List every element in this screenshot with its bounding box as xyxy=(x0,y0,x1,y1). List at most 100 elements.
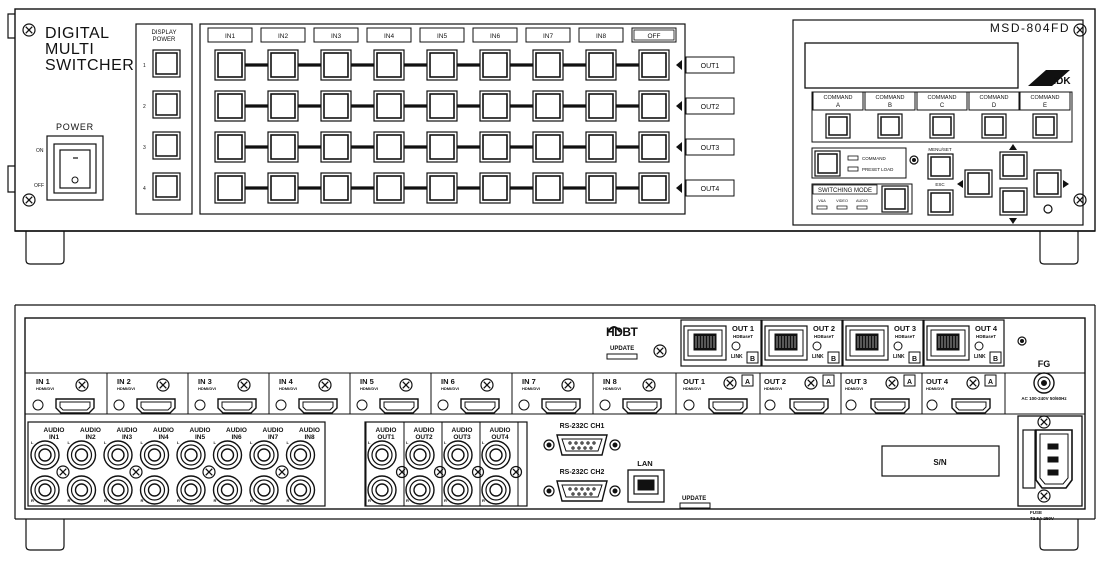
command-A-button[interactable] xyxy=(825,113,851,139)
hdmi-out2-port[interactable] xyxy=(789,398,829,414)
crosspoint-in7-out3-button[interactable] xyxy=(532,131,564,163)
crosspoint-in8-out4-button[interactable] xyxy=(585,172,617,204)
crosspoint-in2-out3-button[interactable] xyxy=(267,131,299,163)
rs232c-ch1-port[interactable] xyxy=(543,434,621,456)
hdmi-out4-port[interactable] xyxy=(951,398,991,414)
command-D-button[interactable] xyxy=(981,113,1007,139)
crosspoint-in4-out3-button[interactable] xyxy=(373,131,405,163)
audio-in5-l-jack[interactable] xyxy=(176,440,206,470)
off-out1-button[interactable] xyxy=(638,49,670,81)
display-power-4-button[interactable] xyxy=(152,172,181,201)
off-out4-button[interactable] xyxy=(638,172,670,204)
audio-in7-l-jack[interactable] xyxy=(249,440,279,470)
audio-out4-r-jack[interactable] xyxy=(481,475,511,505)
audio-in2-l-jack[interactable] xyxy=(66,440,97,470)
hdmi-in6-port[interactable] xyxy=(460,398,500,414)
switching-mode-button[interactable] xyxy=(881,185,909,213)
ac-socket[interactable] xyxy=(1035,429,1073,489)
audio-in3-r-jack[interactable] xyxy=(103,475,133,505)
audio-in5-r-jack[interactable] xyxy=(176,475,206,505)
crosspoint-in5-out4-button[interactable] xyxy=(426,172,458,204)
audio-in6-l-jack[interactable] xyxy=(212,440,243,470)
crosspoint-in8-out2-button[interactable] xyxy=(585,90,617,122)
crosspoint-in4-out4-button[interactable] xyxy=(373,172,405,204)
audio-out1-l-jack[interactable] xyxy=(367,440,397,470)
audio-out3-r-jack[interactable] xyxy=(443,475,473,505)
crosspoint-in6-out2-button[interactable] xyxy=(479,90,511,122)
crosspoint-in5-out2-button[interactable] xyxy=(426,90,458,122)
crosspoint-in3-out4-button[interactable] xyxy=(320,172,352,204)
hdmi-in3-port[interactable] xyxy=(217,398,257,414)
crosspoint-in4-out1-button[interactable] xyxy=(373,49,405,81)
crosspoint-in6-out1-button[interactable] xyxy=(479,49,511,81)
crosspoint-in2-out2-button[interactable] xyxy=(267,90,299,122)
hdbt-out1-port[interactable] xyxy=(683,325,727,361)
crosspoint-in1-out1-button[interactable] xyxy=(214,49,246,81)
audio-in4-l-jack[interactable] xyxy=(139,440,170,470)
update-port-top[interactable] xyxy=(606,353,638,360)
rs232c-ch2-port[interactable] xyxy=(543,480,621,502)
menu-set-button[interactable] xyxy=(927,153,954,180)
lan-port[interactable] xyxy=(633,475,659,495)
right-button[interactable] xyxy=(1033,169,1062,198)
audio-out1-r-jack[interactable] xyxy=(367,475,397,505)
esc-button[interactable] xyxy=(927,189,954,216)
crosspoint-in5-out3-button[interactable] xyxy=(426,131,458,163)
crosspoint-in8-out1-button[interactable] xyxy=(585,49,617,81)
hdmi-out3-port[interactable] xyxy=(870,398,910,414)
hdbt-out2-port[interactable] xyxy=(764,325,808,361)
crosspoint-in3-out3-button[interactable] xyxy=(320,131,352,163)
crosspoint-in1-out2-button[interactable] xyxy=(214,90,246,122)
audio-in2-r-jack[interactable] xyxy=(66,475,97,505)
command-E-button[interactable] xyxy=(1032,113,1058,139)
power-switch[interactable] xyxy=(59,149,91,189)
crosspoint-in5-out1-button[interactable] xyxy=(426,49,458,81)
audio-out3-l-jack[interactable] xyxy=(443,440,473,470)
hdmi-in5-port[interactable] xyxy=(379,398,419,414)
update-port-bottom[interactable] xyxy=(679,502,711,509)
crosspoint-in1-out3-button[interactable] xyxy=(214,131,246,163)
display-power-3-button[interactable] xyxy=(152,131,181,160)
audio-in8-r-jack[interactable] xyxy=(285,475,316,505)
crosspoint-in2-out4-button[interactable] xyxy=(267,172,299,204)
fg-terminal[interactable] xyxy=(1033,372,1055,394)
crosspoint-in8-out3-button[interactable] xyxy=(585,131,617,163)
crosspoint-in2-out1-button[interactable] xyxy=(267,49,299,81)
crosspoint-in3-out2-button[interactable] xyxy=(320,90,352,122)
down-button[interactable] xyxy=(999,187,1028,216)
hdbt-out4-port[interactable] xyxy=(926,325,970,361)
hdmi-in1-port[interactable] xyxy=(55,398,95,414)
crosspoint-in7-out1-button[interactable] xyxy=(532,49,564,81)
hdmi-in8-port[interactable] xyxy=(622,398,662,414)
audio-in3-l-jack[interactable] xyxy=(103,440,133,470)
audio-in8-l-jack[interactable] xyxy=(285,440,316,470)
audio-in7-r-jack[interactable] xyxy=(249,475,279,505)
hdmi-out1-port[interactable] xyxy=(708,398,748,414)
audio-in1-l-jack[interactable] xyxy=(30,440,60,470)
audio-in4-r-jack[interactable] xyxy=(139,475,170,505)
crosspoint-in6-out4-button[interactable] xyxy=(479,172,511,204)
audio-out4-l-jack[interactable] xyxy=(481,440,511,470)
crosspoint-in3-out1-button[interactable] xyxy=(320,49,352,81)
audio-out2-r-jack[interactable] xyxy=(405,475,435,505)
off-out3-button[interactable] xyxy=(638,131,670,163)
crosspoint-in6-out3-button[interactable] xyxy=(479,131,511,163)
hdmi-in4-port[interactable] xyxy=(298,398,338,414)
audio-in6-r-jack[interactable] xyxy=(212,475,243,505)
hdbt-out3-port[interactable] xyxy=(845,325,889,361)
crosspoint-in7-out4-button[interactable] xyxy=(532,172,564,204)
command-C-button[interactable] xyxy=(929,113,955,139)
display-power-2-button[interactable] xyxy=(152,90,181,119)
crosspoint-in1-out4-button[interactable] xyxy=(214,172,246,204)
left-button[interactable] xyxy=(964,169,993,198)
crosspoint-in7-out2-button[interactable] xyxy=(532,90,564,122)
hdmi-in7-port[interactable] xyxy=(541,398,581,414)
crosspoint-in4-out2-button[interactable] xyxy=(373,90,405,122)
up-button[interactable] xyxy=(999,151,1028,180)
display-power-1-button[interactable] xyxy=(152,49,181,78)
audio-out2-l-jack[interactable] xyxy=(405,440,435,470)
off-out2-button[interactable] xyxy=(638,90,670,122)
command-preset-button[interactable] xyxy=(814,150,841,177)
hdmi-in2-port[interactable] xyxy=(136,398,176,414)
command-B-button[interactable] xyxy=(877,113,903,139)
